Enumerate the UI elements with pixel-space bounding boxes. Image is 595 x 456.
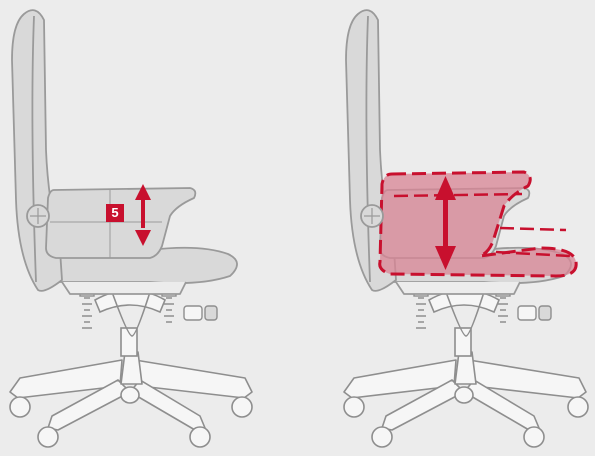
chair-illustration-right xyxy=(343,9,589,448)
gas-column xyxy=(427,289,501,357)
step-badge: 5 xyxy=(111,205,119,220)
chair-base xyxy=(9,351,253,448)
armrest-height-range-highlight xyxy=(378,170,578,278)
chair-base xyxy=(343,351,589,448)
armrest-knob xyxy=(26,204,50,228)
chair-panel-left: 5 xyxy=(0,0,297,456)
chair-panel-right xyxy=(298,0,595,456)
step-badge-background xyxy=(106,204,124,222)
chair-illustration-left xyxy=(9,9,253,448)
armrest-knob xyxy=(360,204,384,228)
up-down-arrow-icon xyxy=(435,176,456,270)
gas-column xyxy=(93,289,167,357)
up-down-arrow-icon xyxy=(135,184,151,246)
